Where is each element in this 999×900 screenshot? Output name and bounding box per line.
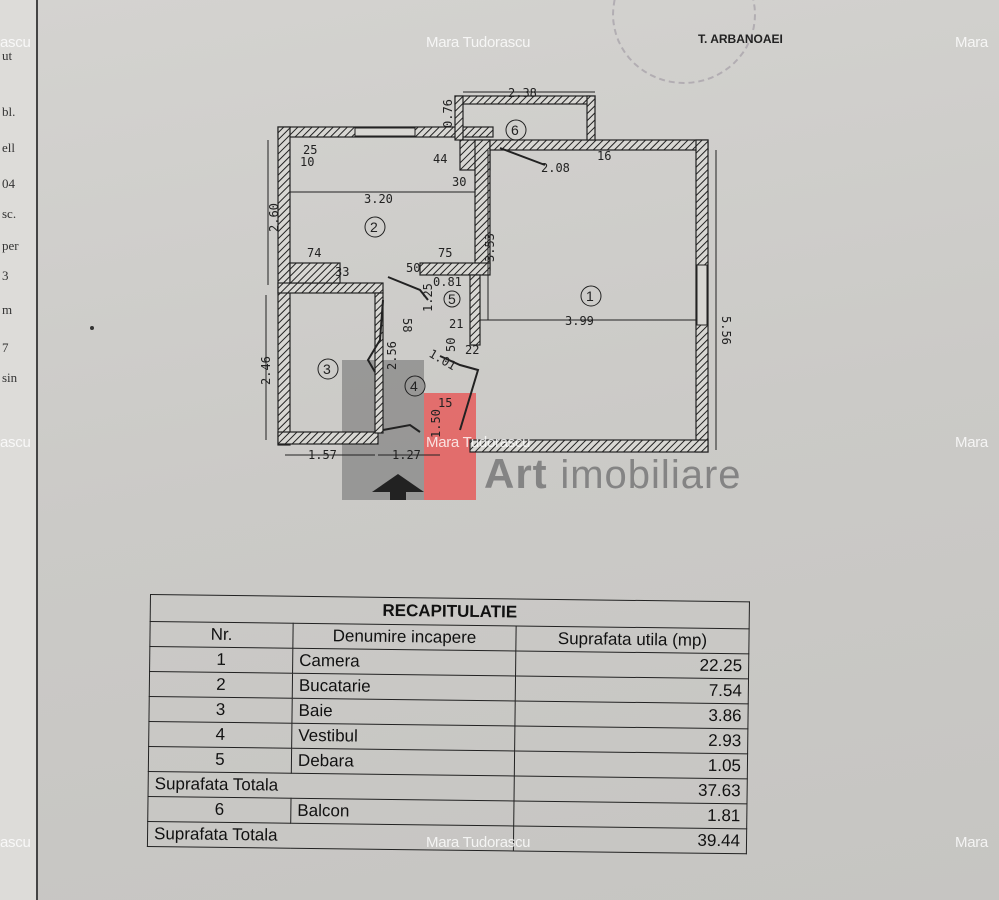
cell-area: 22.25 — [515, 650, 749, 679]
entrance-arrow-icon — [372, 474, 424, 492]
cell-nr: 6 — [147, 796, 292, 824]
total-area: 39.44 — [513, 825, 747, 854]
edge-text: bl. — [2, 104, 16, 119]
cell-name: Bucatarie — [292, 673, 516, 701]
ink-dot — [90, 326, 94, 330]
watermark: Mara Tudorascu — [426, 834, 531, 851]
watermark: Mara — [955, 434, 988, 451]
cell-area: 1.05 — [514, 750, 748, 779]
edge-text: sc. — [2, 206, 17, 221]
dim: 0.81 — [433, 275, 462, 289]
dim: 30 — [452, 175, 466, 189]
cell-name: Vestibul — [291, 723, 515, 751]
dim: 75 — [438, 246, 452, 260]
cell-name: Baie — [291, 698, 516, 726]
dim-room1-depth: 5.56 — [719, 316, 733, 345]
cell-nr: 3 — [148, 696, 293, 724]
edge-text: ell — [2, 140, 15, 155]
adjacent-page-edge: ut bl. ell 04 sc. per 3 m 7 sin — [0, 0, 38, 900]
cell-name: Debara — [291, 748, 515, 776]
dim: 10 — [300, 155, 314, 169]
watermark: Mara Tudorascu — [426, 434, 531, 451]
watermark: ascu — [0, 834, 31, 851]
watermark: ascu — [0, 34, 31, 51]
entrance-arrow-stem — [390, 490, 406, 500]
room-markers — [317, 119, 602, 397]
dim: 50 — [444, 338, 458, 352]
dim-hall-depth: 2.56 — [385, 341, 399, 370]
dim: 3.53 — [483, 233, 497, 262]
room-number: 5 — [448, 291, 456, 307]
cell-nr: 1 — [149, 646, 293, 674]
dim: 58 — [400, 318, 414, 332]
cell-nr: 5 — [148, 746, 292, 774]
dim: 22 — [465, 343, 479, 357]
watermark: Mara Tudorascu — [426, 34, 531, 51]
dim: 33 — [335, 265, 349, 279]
header-area: Suprafata utila (mp) — [515, 625, 750, 654]
logo-red-block — [424, 393, 476, 500]
dim-room1-width: 3.99 — [565, 314, 594, 328]
dim-kitchen-depth: 2.60 — [267, 203, 281, 232]
cell-area: 7.54 — [515, 675, 749, 704]
total-area: 37.63 — [513, 775, 748, 804]
room-number: 2 — [370, 219, 378, 235]
dim: 44 — [433, 152, 447, 166]
watermark: Mara — [955, 834, 988, 851]
cell-area: 1.81 — [513, 800, 747, 829]
dim: 50 — [406, 261, 420, 275]
cell-area: 2.93 — [514, 725, 748, 754]
cell-name: Camera — [292, 648, 516, 676]
dim-hall-width: 1.27 — [392, 448, 421, 462]
signature: T. ARBANOAEI — [698, 32, 783, 46]
dim: 15 — [438, 396, 452, 410]
dim: 1.50 — [429, 409, 443, 438]
recap-table: RECAPITULATIE Nr. Denumire incapere Supr… — [147, 594, 750, 854]
dimension-lines — [265, 91, 717, 456]
edge-text: 7 — [2, 340, 9, 355]
watermark: Mara — [955, 34, 988, 51]
watermark: ascu — [0, 434, 31, 451]
room-number: 3 — [323, 361, 331, 377]
edge-text: m — [2, 302, 13, 317]
edge-text: 3 — [2, 268, 9, 283]
dim: 21 — [449, 317, 463, 331]
window-openings — [354, 127, 708, 326]
dim: 1.25 — [421, 283, 435, 312]
dim-bath-width: 1.57 — [308, 448, 337, 462]
edge-text: per — [2, 238, 19, 253]
dim: 16 — [597, 149, 611, 163]
dim-bath-depth: 2.46 — [259, 356, 273, 385]
edge-text: 04 — [2, 176, 15, 191]
header-name: Denumire incapere — [292, 623, 517, 651]
dim: 25 — [303, 143, 317, 157]
room-number: 6 — [511, 122, 519, 138]
dim: 2.08 — [541, 161, 570, 175]
room-number: 1 — [586, 288, 594, 304]
edge-text: sin — [2, 370, 18, 385]
room-number: 4 — [410, 378, 418, 394]
edge-text: ut — [2, 48, 13, 63]
logo-suffix: imobiliare — [560, 453, 742, 497]
logo-brand: Art — [484, 450, 548, 497]
cell-nr: 2 — [149, 671, 293, 699]
cell-name: Balcon — [290, 798, 514, 826]
cell-nr: 4 — [148, 721, 292, 749]
dim: 74 — [307, 246, 321, 260]
dim-balcony-width: 2.38 — [508, 86, 537, 100]
logo-text: Art imobiliare — [484, 450, 742, 498]
header-nr: Nr. — [149, 621, 294, 649]
dim-balcony-depth: 0.76 — [441, 99, 455, 128]
cell-area: 3.86 — [514, 700, 749, 729]
door-lines — [366, 147, 546, 433]
dim-kitchen-width: 3.20 — [364, 192, 393, 206]
